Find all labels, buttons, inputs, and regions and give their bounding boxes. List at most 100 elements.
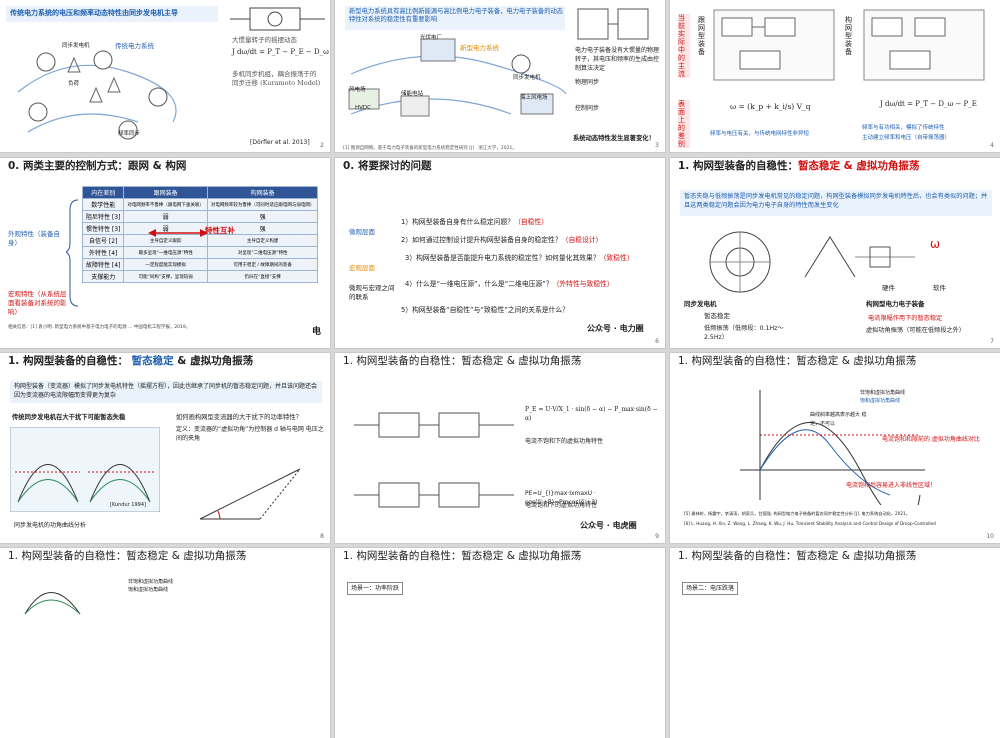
page-number: 3 bbox=[655, 142, 659, 149]
table-row: 数学性能对电网频率不鲁棒（跟电网下垂关联）对电网频率较为鲁棒（可同时适应跟电网与… bbox=[81, 198, 319, 211]
page-number: 9 bbox=[655, 533, 659, 540]
question-5: 5）构网型装备“自稳性”与“致稳性”之间的关系是什么？ bbox=[401, 306, 569, 314]
kundur-ref: [Kundur 1994] bbox=[110, 502, 146, 508]
question-3: 3）构网型装备是否能提升电力系统的稳定性？如何量化其效果？（致稳性） bbox=[405, 254, 634, 262]
load-label: 负荷 bbox=[68, 81, 80, 87]
reference: [Dörfler et al. 2013] bbox=[250, 139, 310, 146]
banner-band bbox=[10, 381, 322, 403]
definition-text: 定义：变流器的“虚拟功角”为控制器 d 轴与电网 电压之间的夹角 bbox=[176, 426, 324, 442]
slide-title: 1. 构网型装备的自稳性：暂态稳定 & 虚拟功角振荡 bbox=[8, 550, 247, 562]
scenario-tab: 场景一：功率阶跃 bbox=[347, 582, 404, 595]
sync-gen-caption: 同步发电机 bbox=[684, 300, 717, 308]
left-caption: 传统同步发电机在大干扰下可能暂态失稳 bbox=[12, 414, 126, 421]
slide-title: 1. 构网型装备的自稳性：暂态稳定 & 虚拟功角振荡 bbox=[343, 355, 582, 367]
curve-plot bbox=[24, 592, 81, 615]
pll-equation: ω = (k_p + k_i/s) V_q bbox=[730, 102, 811, 111]
slide-thumbnail-7[interactable]: 1. 构网型装备的自稳性：暂态稳定 & 虚拟功角振荡 暂态失稳与低频振荡是同步发… bbox=[670, 158, 1000, 348]
annotation-3: 电流饱和后容易进入非线性区域！ bbox=[846, 482, 937, 489]
footnote: 相关信息：[1] 袁小明. 新型电力系统中基于电力电子的电源 ... 中国电机工… bbox=[8, 325, 191, 330]
bullet-3: 主动建立频率和电压（自带振荡器） bbox=[862, 135, 951, 141]
transient-caption: 暂态稳定 bbox=[704, 312, 730, 320]
slide-thumbnail-9[interactable]: 1. 构网型装备的自稳性：暂态稳定 & 虚拟功角振荡 P_E = U·V/X_1… bbox=[335, 353, 665, 543]
kuramoto-caption: 多机同步机组，耦合振荡于的同步迁移 (Kuramoto Model) bbox=[232, 70, 321, 87]
legend-2: 饱和虚拟功角曲线 bbox=[128, 587, 169, 593]
slide-thumbnail-8[interactable]: 1. 构网型装备的自稳性： 暂态稳定 & 虚拟功角振荡 构网型装备（变流器）模拟… bbox=[0, 353, 330, 543]
slide-thumbnail-10[interactable]: 1. 构网型装备的自稳性：暂态稳定 & 虚拟功角振荡 非饱和虚拟功角曲线 饱和虚… bbox=[670, 353, 1000, 543]
watermark: 电 bbox=[312, 327, 322, 337]
power-angle-curves bbox=[10, 427, 160, 512]
table-row: 阻尼特性 [3]弱强 bbox=[81, 210, 319, 223]
slide-thumbnail-3[interactable]: 新型电力系统具有高比例新能源与高比例电力电子装备，电力电子装备的动态特性对系统的… bbox=[335, 0, 665, 152]
rotor-caption: 大惯量转子的摇摆动态 bbox=[232, 36, 297, 44]
page-number: 8 bbox=[320, 533, 324, 540]
side-note-4: 系统动态特性发生显著变化！ bbox=[573, 135, 655, 142]
watermark: 公众号 · 电力圈 bbox=[587, 324, 644, 333]
grid-following-label: 跟网型装备 bbox=[698, 16, 705, 56]
bullet-1: 频率与电压有关，与传统电网特性非异短 bbox=[710, 131, 810, 137]
equation-2: PE=U_{I}max·IxmaxU · cos(δ'+β)=Pmcos(δ'+… bbox=[525, 490, 598, 506]
low-freq-caption: 低频振荡（低频段：0.1Hz～2.5Hz） bbox=[704, 325, 784, 341]
current-limit-caption: 电流限幅作用下的暂态稳定 bbox=[868, 315, 943, 322]
converter-circuit bbox=[577, 8, 649, 40]
macro-feature-label: 宏观特性（从系统层面看装备对系统的影响） bbox=[8, 290, 67, 316]
slide-thumbnail-4[interactable]: 当前实际中的主流 表面上的差别 跟网型装备 构网型装备 ω = (k_p + k… bbox=[670, 0, 1000, 152]
pv-label: 光伏电厂 bbox=[420, 35, 443, 41]
storage-label: 储能电站 bbox=[401, 91, 424, 97]
legend-1: 非饱和虚拟功角曲线 bbox=[860, 390, 906, 396]
vertical-title-2: 表面上的差别 bbox=[678, 100, 690, 148]
slide-thumbnail-12[interactable]: 1. 构网型装备的自稳性：暂态稳定 & 虚拟功角振荡 场景一：功率阶跃 bbox=[335, 548, 665, 738]
table-header: 构网装备 bbox=[206, 186, 319, 199]
banner-text: 构网型装备（变流器）模拟了同步发电机特性（摇摆方程），因此也继承了同步机的暂态稳… bbox=[14, 383, 318, 399]
software-label: 软件 bbox=[933, 284, 946, 292]
slide-title: 1. 构网型装备的自稳性：暂态稳定 & 虚拟功角振荡 bbox=[678, 355, 917, 367]
table-row: 支撑能力可能“同构”支撑，呈现较弱仍旧在“直接”支撑 bbox=[81, 270, 319, 283]
link-tag: 微观与宏观之间的联系 bbox=[349, 284, 395, 301]
table-row: 故障特性 [4]一定程度能实现模拟可用于稳定 / 故障期间的装备 bbox=[81, 258, 319, 271]
swing-equation: J dω/dt = P_T − D_ω − P_E bbox=[880, 100, 977, 108]
grid-forming-label: 构网型装备 bbox=[845, 16, 852, 56]
slide-thumbnail-6[interactable]: 0. 将要探讨的问题 微观层面 宏观层面 微观与宏观之间的联系 1）构网型装备自… bbox=[335, 158, 665, 348]
annotation-2: 电流饱和和限前的 虚拟功角曲线对比 bbox=[882, 436, 980, 443]
gfm-caption: 构网型电力电子装备 bbox=[866, 300, 925, 308]
reference-1: [5] 谢林岭，杨震宇，李清涛，胡家兵，甘德强. 构网型电力电子装备的暂态同步稳… bbox=[684, 511, 910, 516]
slide-thumbnail-13[interactable]: 1. 构网型装备的自稳性：暂态稳定 & 虚拟功角振荡 场景二：电压跌落 bbox=[670, 548, 1000, 738]
virtual-angle-curve-plot bbox=[740, 390, 925, 505]
question-4: 4）什么是“一维电压源”，什么是“二维电压源”？（外特性与致稳性） bbox=[405, 280, 614, 288]
question-2: 2）如何通过控制设计提升构网型装备自身的稳定性？（自稳设计） bbox=[401, 236, 603, 244]
table-header: 跟网装备 bbox=[123, 186, 208, 199]
bullet-2: 频率与有功相关，模拟了传统特性 bbox=[862, 125, 945, 131]
watermark: 公众号 · 电虎圈 bbox=[580, 521, 637, 530]
slide-title: 1. 构网型装备的自稳性：暂态稳定 & 虚拟功角振荡 bbox=[678, 550, 917, 562]
caption-1: 电流不饱和下的虚拟功角特性 bbox=[525, 438, 604, 445]
unsaturated-circuit bbox=[354, 412, 514, 438]
equation-1: P_E = U·V/X_1 · sin(δ − α) − P_max·sin(δ… bbox=[525, 406, 658, 422]
slide-thumbnail-5[interactable]: 0. 两类主要的控制方式：跟网 & 构网 内在差别 跟网装备 构网装备 数学性能… bbox=[0, 158, 330, 348]
slide-thumbnail-11[interactable]: 1. 构网型装备的自稳性：暂态稳定 & 虚拟功角振荡 非饱和虚拟功角曲线 饱和虚… bbox=[0, 548, 330, 738]
slide-title: 0. 将要探讨的问题 bbox=[343, 160, 432, 172]
banner-text: 暂态失稳与低频振荡是同步发电机常见的稳定问题，构网型装备模拟同步发电机特性后，也… bbox=[684, 193, 988, 209]
headline-band bbox=[345, 6, 565, 30]
slide-title: 1. 构网型装备的自稳性：暂态稳定 & 虚拟功角振荡 bbox=[343, 550, 582, 562]
complementary-label: 特性互补 bbox=[205, 226, 235, 235]
rotor-diagram bbox=[230, 7, 325, 31]
hardware-label: 硬件 bbox=[882, 284, 895, 292]
page-number: 2 bbox=[320, 142, 324, 149]
page-number: 10 bbox=[986, 533, 994, 540]
slide-thumbnail-2[interactable]: 传统电力系统的电压和频率动态特性由同步发电机主导 传统电力系统 同步发电机 负荷… bbox=[0, 0, 330, 152]
annotation-1: 曲线斜率越高表示越大 稳定，不可以 bbox=[810, 412, 867, 427]
slide-title: 0. 两类主要的控制方式：跟网 & 构网 bbox=[8, 160, 187, 172]
page-number: 7 bbox=[990, 338, 994, 345]
table-header: 内在差别 bbox=[81, 186, 125, 199]
saturated-circuit bbox=[354, 482, 514, 508]
freq-sync-label: 频率同步 bbox=[118, 131, 141, 137]
table-row: 外特性 [4]最多呈现“一维电压源”特性对呈现“二维电压源”特性 bbox=[81, 246, 319, 259]
phasor-diagram bbox=[199, 468, 301, 520]
gfm-block-diagram bbox=[863, 9, 985, 81]
double-arrow-icon bbox=[148, 229, 208, 237]
banner-band bbox=[680, 190, 992, 216]
question-text: 如何画构网型变流器的大干扰下的功率特性？ bbox=[176, 414, 302, 421]
vertical-title-1: 当前实际中的主流 bbox=[678, 14, 690, 78]
legend-1: 非饱和虚拟功角曲线 bbox=[128, 579, 174, 585]
micro-feature-label: 外观特性（装备自身） bbox=[8, 230, 60, 247]
